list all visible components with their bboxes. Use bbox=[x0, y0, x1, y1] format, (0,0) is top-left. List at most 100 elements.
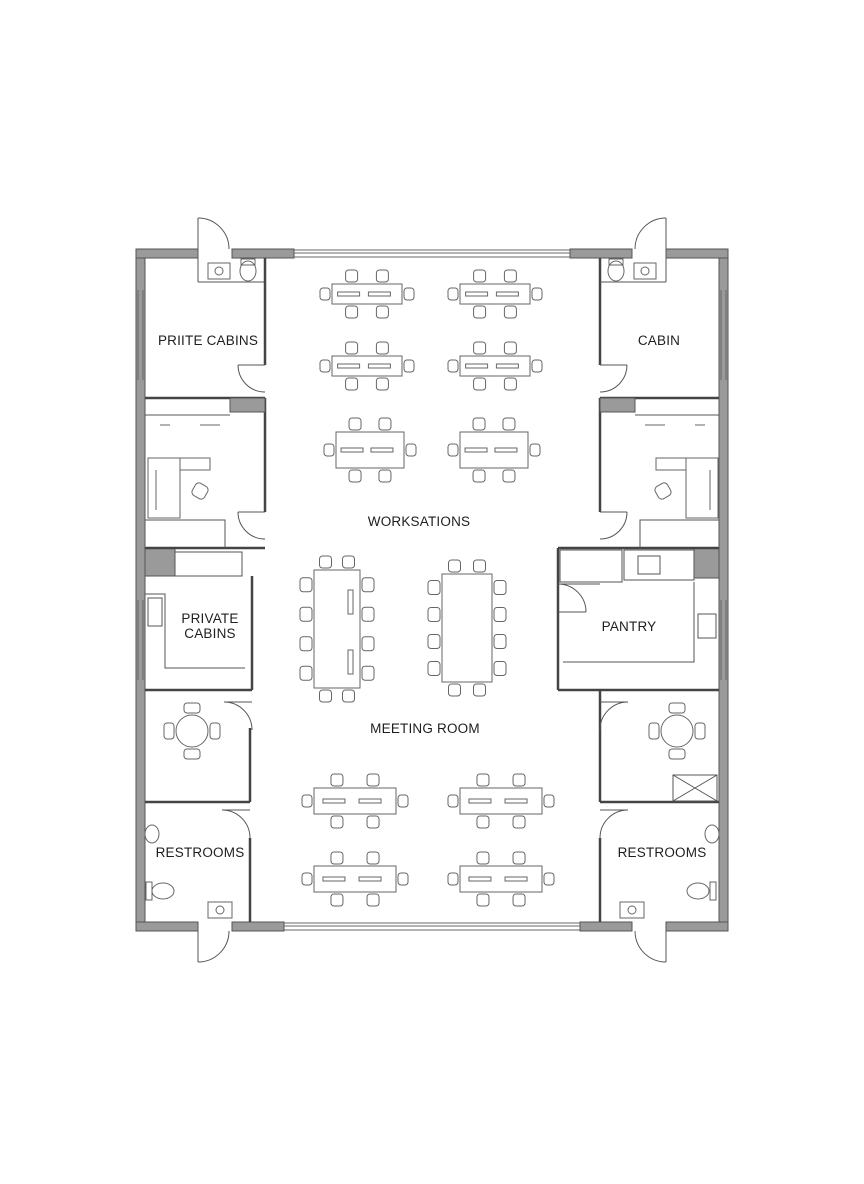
chair bbox=[405, 443, 417, 457]
chair bbox=[476, 893, 490, 907]
label-private-cabins-line1: PRIVATE bbox=[181, 611, 238, 626]
chair bbox=[543, 872, 555, 886]
chair bbox=[448, 559, 461, 573]
chair bbox=[361, 665, 375, 681]
workstation-desk bbox=[459, 865, 543, 893]
chair bbox=[345, 305, 359, 319]
chair bbox=[342, 689, 355, 703]
chair bbox=[330, 773, 344, 787]
chair bbox=[366, 851, 380, 865]
chair bbox=[473, 683, 486, 697]
chair bbox=[397, 794, 409, 808]
workstation-desk bbox=[459, 431, 529, 469]
label-restrooms-right: RESTROOMS bbox=[618, 845, 707, 860]
monitor bbox=[367, 291, 391, 297]
monitor bbox=[358, 798, 382, 804]
chair bbox=[503, 269, 517, 283]
chair bbox=[473, 377, 487, 391]
chair bbox=[299, 577, 313, 593]
chair bbox=[366, 815, 380, 829]
chair bbox=[427, 607, 441, 622]
monitor bbox=[495, 291, 519, 297]
label-workstations: WORKSATIONS bbox=[368, 514, 470, 529]
monitor bbox=[347, 589, 354, 615]
chair bbox=[476, 773, 490, 787]
chair bbox=[447, 359, 459, 373]
chair bbox=[512, 815, 526, 829]
workstation-furniture bbox=[299, 269, 555, 907]
chair bbox=[448, 683, 461, 697]
label-meeting-room: MEETING ROOM bbox=[370, 721, 480, 736]
chair bbox=[299, 665, 313, 681]
monitor bbox=[322, 876, 346, 882]
chair bbox=[330, 893, 344, 907]
windows bbox=[137, 249, 727, 931]
monitor bbox=[465, 363, 489, 369]
monitor bbox=[495, 363, 519, 369]
chair bbox=[375, 269, 389, 283]
chair bbox=[299, 606, 313, 622]
workstation-desk bbox=[313, 865, 397, 893]
chair bbox=[397, 872, 409, 886]
workstation-desk bbox=[459, 787, 543, 815]
monitor bbox=[468, 876, 492, 882]
chair bbox=[473, 269, 487, 283]
workstation-desk bbox=[459, 283, 531, 305]
chair bbox=[427, 580, 441, 595]
chair bbox=[403, 359, 415, 373]
monitor bbox=[337, 363, 361, 369]
chair bbox=[472, 469, 486, 483]
chair bbox=[375, 341, 389, 355]
workstation-desk bbox=[459, 355, 531, 377]
chair bbox=[543, 794, 555, 808]
chair bbox=[366, 773, 380, 787]
chair bbox=[503, 377, 517, 391]
chair bbox=[472, 417, 486, 431]
chair bbox=[330, 815, 344, 829]
chair bbox=[375, 377, 389, 391]
interior-walls bbox=[145, 258, 719, 922]
chair bbox=[427, 634, 441, 649]
chair bbox=[366, 893, 380, 907]
sanitary-fixtures bbox=[144, 258, 720, 919]
chair bbox=[378, 417, 392, 431]
chair bbox=[375, 305, 389, 319]
label-cabin: CABIN bbox=[638, 333, 680, 348]
chair bbox=[427, 661, 441, 676]
chair bbox=[323, 443, 335, 457]
chair bbox=[493, 607, 507, 622]
chair bbox=[473, 305, 487, 319]
monitor bbox=[465, 291, 489, 297]
workstation-desk bbox=[335, 431, 405, 469]
chair bbox=[493, 661, 507, 676]
chair bbox=[361, 636, 375, 652]
workstation-desk bbox=[331, 355, 403, 377]
monitor bbox=[367, 363, 391, 369]
monitor bbox=[464, 447, 488, 453]
chair bbox=[493, 634, 507, 649]
chair bbox=[361, 606, 375, 622]
chair bbox=[301, 794, 313, 808]
label-private-cabins-line2: CABINS bbox=[184, 626, 235, 641]
workstation-desk bbox=[313, 787, 397, 815]
chair bbox=[447, 794, 459, 808]
monitor bbox=[337, 291, 361, 297]
chair bbox=[512, 773, 526, 787]
chair bbox=[503, 341, 517, 355]
chair bbox=[473, 559, 486, 573]
chair bbox=[531, 287, 543, 301]
monitor bbox=[322, 798, 346, 804]
chair bbox=[493, 580, 507, 595]
label-pantry: PANTRY bbox=[602, 619, 657, 634]
chair bbox=[502, 469, 516, 483]
counters bbox=[145, 258, 719, 802]
chair bbox=[378, 469, 392, 483]
monitor bbox=[468, 798, 492, 804]
chair bbox=[512, 851, 526, 865]
chair bbox=[345, 269, 359, 283]
monitor bbox=[504, 798, 528, 804]
monitor bbox=[340, 447, 364, 453]
chair bbox=[512, 893, 526, 907]
chair bbox=[301, 872, 313, 886]
monitor bbox=[494, 447, 518, 453]
